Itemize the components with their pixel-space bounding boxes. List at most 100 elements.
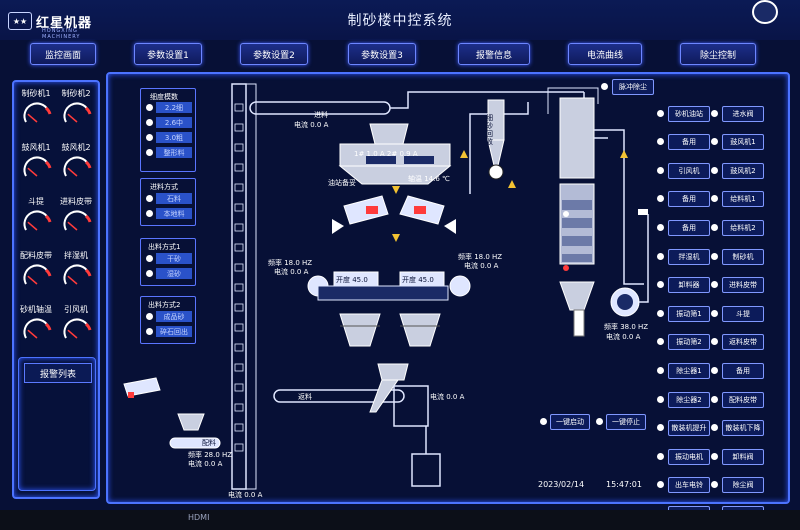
control-button[interactable]: 出车电铃 [668,477,710,494]
gauge-needle [67,113,78,123]
nav-params2[interactable]: 参数设置2 [240,43,308,65]
control-indicator [657,195,664,203]
fineness-radio-2[interactable] [146,119,153,126]
control-button[interactable]: 除尘阀 [722,477,764,494]
control-button[interactable]: 散装机提升 [668,420,710,437]
control-button[interactable]: 配料皮带 [722,391,764,408]
gauge-label: 鼓风机1 [21,143,51,152]
nav-alarm-info[interactable]: 报警信息 [458,43,530,65]
batching-frequency: 频率 28.0 HZ [188,451,233,459]
control-button[interactable]: 拌湿机 [668,248,710,265]
fineness-radio-4[interactable] [146,149,153,156]
discharge1-option-1[interactable]: 干砂 [156,253,192,264]
gauge-8: 拌湿机 [58,250,92,298]
gauge-dial-icon [23,156,52,177]
left-current: 电流 0.0 A [274,268,309,276]
fineness-option-2[interactable]: 2.6中 [156,117,192,128]
fineness-option-3[interactable]: 3.0粗 [156,132,192,143]
logo-text: 红星机器 [36,15,93,31]
gauge-needle [67,275,78,285]
control-indicator [657,338,664,346]
control-button[interactable]: 卸料器 [668,277,710,294]
one-key-start-indicator [540,418,547,425]
gauge-9: 砂机轴温 [18,304,52,352]
control-button[interactable]: 脉冲除尘 [612,79,654,95]
discharge2-option-1[interactable]: 成品砂 [156,311,192,322]
gauge-needle [67,167,78,177]
gauge-dial-icon [23,318,52,339]
control-indicator [711,224,718,231]
fineness-option-4[interactable]: 整形料 [156,147,192,158]
feed-option-1[interactable]: 石料 [156,193,192,204]
gauge-dial-icon [63,210,92,231]
control-indicator [657,252,664,260]
control-button[interactable]: 除尘器1 [668,363,710,379]
feed-current: 电流 0.0 A [294,121,329,129]
feed-radio-2[interactable] [146,210,153,217]
left-frequency: 频率 18.0 HZ [268,259,313,267]
control-indicator [711,338,718,346]
control-indicator [711,481,718,489]
control-button[interactable]: 引风机 [668,162,710,179]
one-key-stop-button[interactable]: 一键停止 [606,414,646,430]
batching-label: 配料 [202,439,216,447]
feed-radio-1[interactable] [146,195,153,202]
fineness-radio-1[interactable] [146,104,153,111]
gauge-dial-icon [23,264,52,285]
control-button[interactable]: 砂机油站 [668,105,710,122]
discharge2-radio-2[interactable] [146,328,153,335]
control-indicator [657,224,664,231]
control-button[interactable]: 给料机2 [722,220,764,236]
control-button[interactable]: 返料皮带 [722,334,764,351]
discharge1-radio-1[interactable] [146,255,153,262]
control-button[interactable]: 振动筛2 [668,334,710,351]
elevator-current: 电流 0.0 A [228,491,263,499]
control-button[interactable]: 振动筛1 [668,305,710,322]
control-button[interactable]: 卸料阀 [722,448,764,465]
control-button[interactable]: 制砂机 [722,248,764,265]
discharge1-option-2[interactable]: 湿砂 [156,268,192,279]
feed-option-2[interactable]: 本地料 [156,208,192,219]
control-button[interactable]: 备用 [722,363,764,379]
control-button[interactable]: 备用 [668,220,710,236]
gauge-needle [27,329,38,339]
control-indicator [711,166,718,174]
control-button[interactable]: 鼓风机2 [722,162,764,179]
control-indicator [657,109,664,117]
discharge1-radio-2[interactable] [146,270,153,277]
fineness-option-1[interactable]: 2.2细 [156,102,192,113]
control-indicator [711,424,718,432]
one-key-start-button[interactable]: 一键启动 [550,414,590,430]
fineness-radio-3[interactable] [146,134,153,141]
gauge-6: 进料皮带 [58,196,92,244]
control-button[interactable]: 斗提 [722,305,764,322]
nav-monitor[interactable]: 监控画面 [30,43,96,65]
process-diagram [123,83,649,490]
control-indicator [711,138,718,146]
control-button[interactable]: 给料机1 [722,191,764,208]
nav-current-curve[interactable]: 电流曲线 [568,43,642,65]
control-button[interactable]: 备用 [668,191,710,208]
gauge-10: 引风机 [58,304,92,352]
avatar[interactable] [752,0,778,24]
control-button[interactable]: 散装机下降 [722,420,764,437]
control-button[interactable]: 进料皮带 [722,277,764,294]
nav-dust-control[interactable]: 除尘控制 [680,43,756,65]
gauge-label: 配料皮带 [20,251,52,260]
right-frequency: 频率 18.0 HZ [458,253,503,261]
control-button[interactable]: 进水阀 [722,105,764,122]
nav-params1[interactable]: 参数设置1 [134,43,202,65]
control-indicator [657,395,664,403]
nav-params3[interactable]: 参数设置3 [348,43,416,65]
alarm-list-title[interactable]: 报警列表 [24,363,92,383]
page-title: 制砂楼中控系统 [347,13,453,29]
control-button[interactable]: 鼓风机1 [722,134,764,151]
discharge2-option-2[interactable]: 碎石回出 [156,326,192,337]
gauge-dial-icon [63,318,92,339]
control-button[interactable]: 除尘器2 [668,391,710,408]
control-indicator [657,424,664,432]
control-button[interactable]: 振动电机 [668,448,710,465]
control-button[interactable]: 备用 [668,134,710,151]
gauge-label: 斗提 [28,197,44,206]
discharge2-radio-1[interactable] [146,313,153,320]
